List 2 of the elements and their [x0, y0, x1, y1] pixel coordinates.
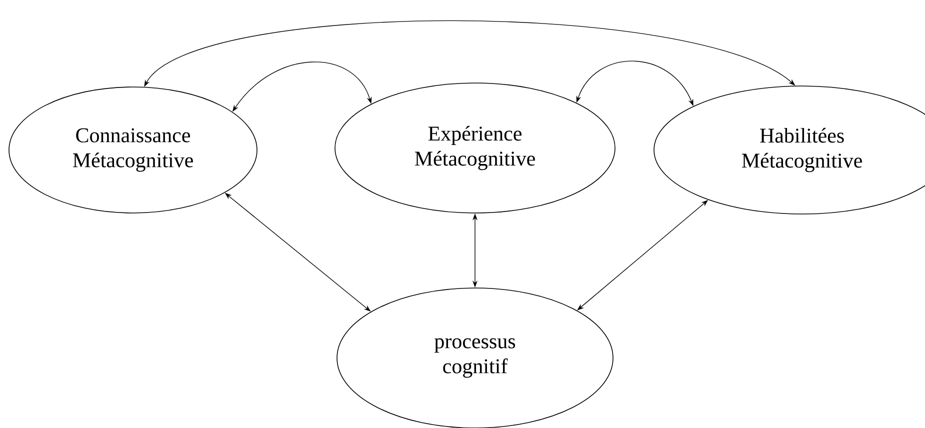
- ellipse-node: Expérience Métacognitive: [334, 82, 616, 214]
- ellipse-node: Connaissance Métacognitive: [8, 86, 258, 214]
